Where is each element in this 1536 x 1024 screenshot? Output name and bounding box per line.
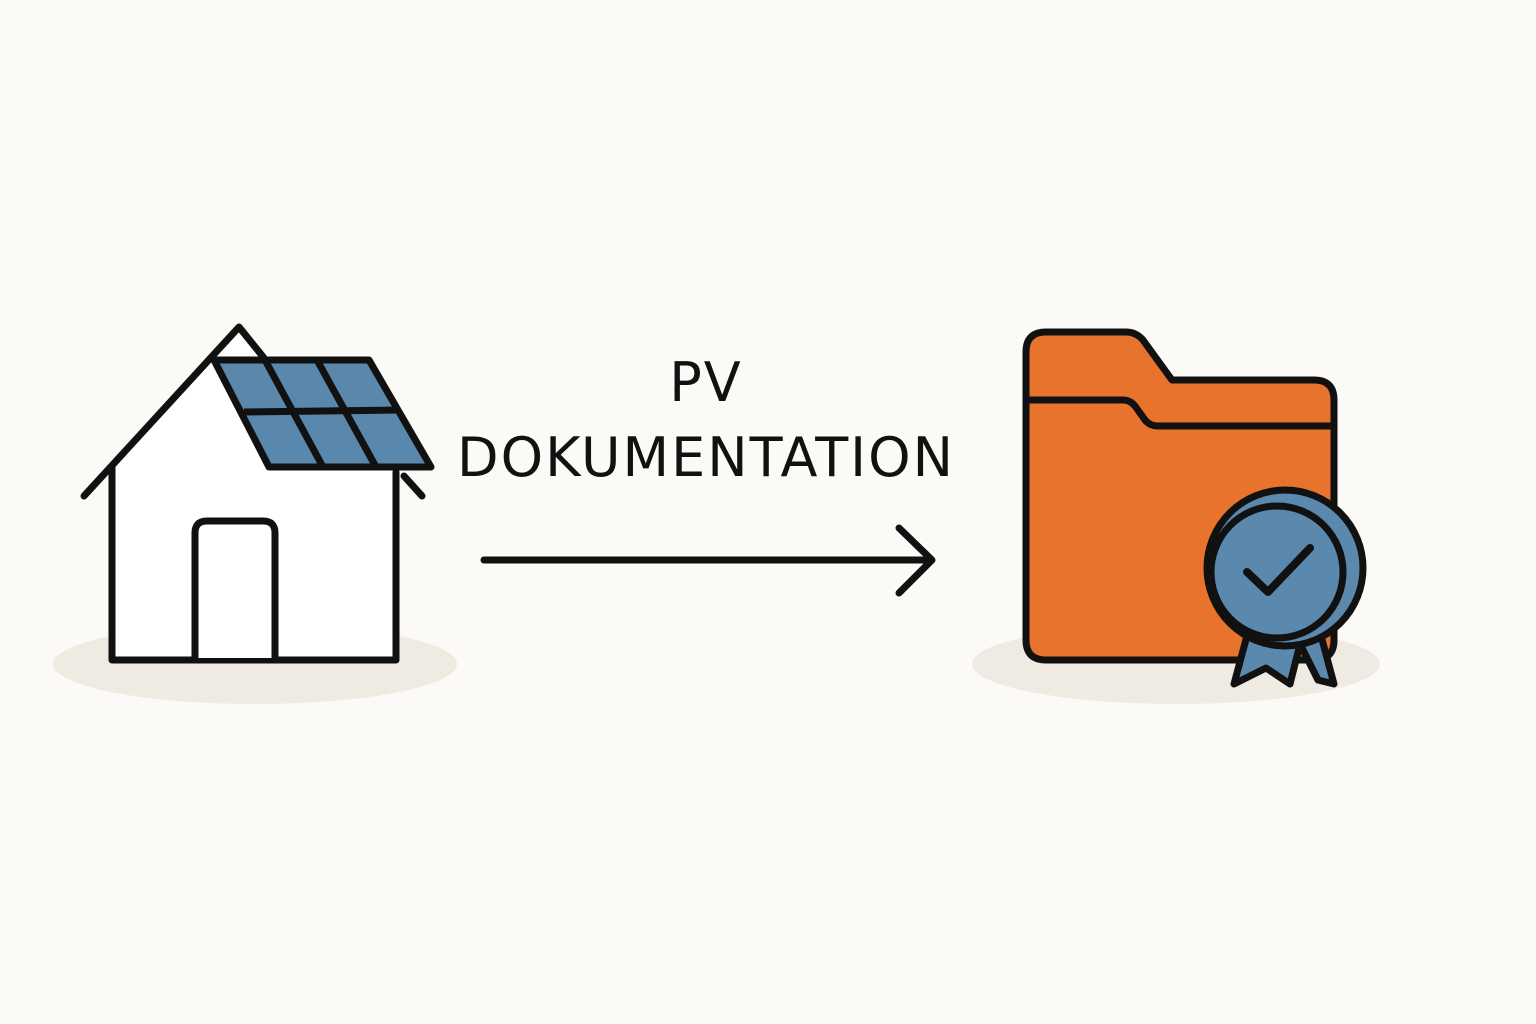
arrow-right-icon [480,524,936,597]
house-roof [80,323,268,500]
label-line-1: PV [669,351,743,414]
solar-panel-column-divider [313,358,380,469]
roof-eave-right [400,472,426,500]
solar-panel-column-divider [261,358,327,469]
arrow-head [895,524,936,597]
house-walls [108,462,400,664]
solar-panel-row-divider [243,406,399,416]
house-with-solar-panels-icon [53,323,457,704]
checkmark-icon [1243,544,1314,596]
diagram-label: PV DOKUMENTATION [457,351,955,489]
folder-flap-line [1026,396,1334,430]
solar-panel-array [210,356,435,471]
certificate-badge-icon [1203,486,1367,688]
badge-seal-inner [1207,502,1347,642]
label-line-2: DOKUMENTATION [457,426,955,489]
folder-with-certificate-badge-icon [972,328,1380,704]
house-door [191,517,279,658]
